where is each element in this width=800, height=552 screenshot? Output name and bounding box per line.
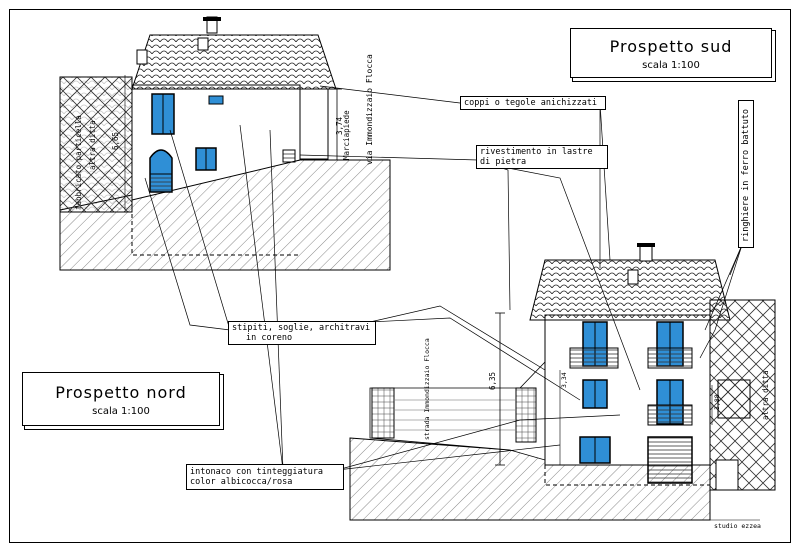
north-roof: [131, 34, 337, 90]
label-fabbricato-2: altra ditta: [88, 120, 97, 170]
south-title: Prospetto sud: [609, 37, 733, 56]
studio-label: studio ezzea: [714, 522, 761, 530]
north-title-box: Prospetto nord scala 1:100: [22, 372, 220, 426]
south-gate: [371, 387, 395, 439]
callout-intonaco: intonaco con tinteggiatura color albicoc…: [186, 464, 344, 490]
sheet-border: [9, 9, 791, 543]
callout-rivestimento-line2: di pietra: [480, 157, 527, 167]
label-height-side: 6,65: [111, 131, 120, 150]
label-fabbricato-1: fabbricato particella: [74, 115, 83, 210]
north-title: Prospetto nord: [55, 383, 187, 402]
south-title-box: Prospetto sud scala 1:100: [570, 28, 772, 78]
callout-ringhiere-box: [738, 100, 754, 248]
south-roof: [529, 259, 731, 321]
south-scale: scala 1:100: [642, 60, 700, 71]
label-height-small: 3,34: [560, 372, 568, 388]
callout-rivestimento: rivestimento in lastre di pietra: [476, 145, 608, 169]
label-strada-south: strada Immondizzaio Flocca: [423, 338, 431, 440]
north-elevation: [59, 16, 391, 271]
label-altra-ditta: altra ditta: [761, 370, 770, 420]
label-height-north: 3,74: [335, 116, 344, 135]
label-via-north: via Immondizzaio Flocca: [365, 54, 374, 165]
callout-coppi: coppi o tegole anichizzati: [460, 96, 606, 110]
callout-stipiti: stipiti, soglie, architravi in coreno: [228, 321, 376, 345]
callout-intonaco-line2: color albicocca/rosa: [190, 477, 293, 487]
callout-intonaco-line1: intonaco con tinteggiatura: [190, 467, 324, 477]
callout-stipiti-line1: stipiti, soglie, architravi: [232, 323, 371, 333]
callout-rivestimento-line1: rivestimento in lastre: [480, 147, 593, 157]
north-scale: scala 1:100: [92, 406, 150, 417]
callout-stipiti-line2: in coreno: [246, 333, 293, 343]
label-height-right: 3,88: [713, 394, 721, 410]
callout-coppi-text: coppi o tegole anichizzati: [464, 98, 598, 108]
label-height-south: 6,35: [488, 371, 497, 390]
south-garage-door: [647, 436, 693, 484]
callout-ringhiere: ringhiere in ferro battuto: [741, 108, 751, 242]
